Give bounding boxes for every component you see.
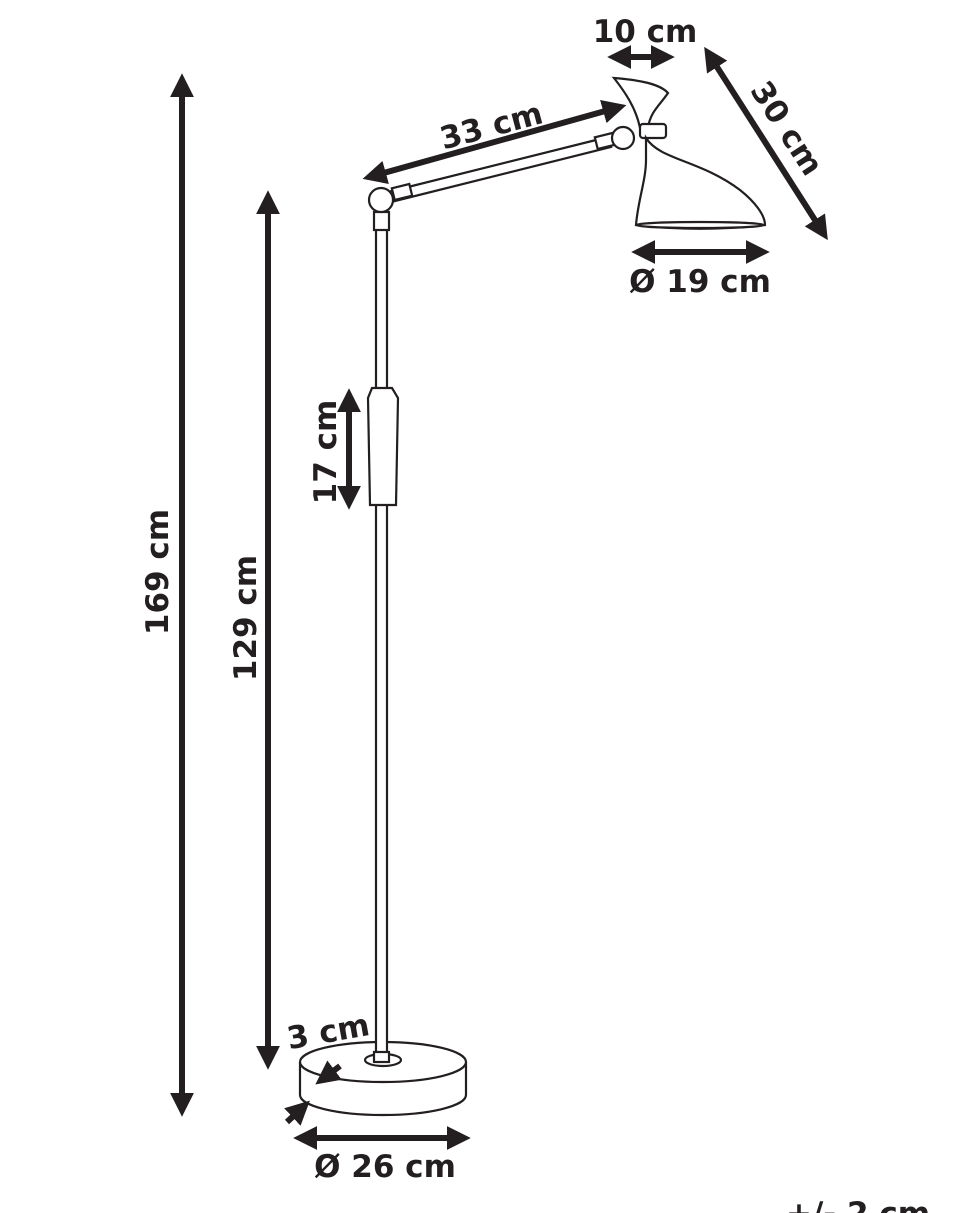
base-thickness-arrow-top <box>315 1060 342 1085</box>
handle-height-label: 17 cm <box>308 400 344 505</box>
total-height-label: 169 cm <box>140 509 176 635</box>
lamp-shade <box>611 76 767 230</box>
base-thickness-arrow-bottom <box>284 1100 310 1126</box>
shade-top-width-label: 10 cm <box>593 14 698 50</box>
arm-length-label: 33 cm <box>436 95 546 157</box>
shade-length-arrow <box>704 46 828 241</box>
lamp-pole <box>374 223 389 1062</box>
pole-collar <box>372 210 391 232</box>
base-diameter-label: Ø 26 cm <box>314 1149 456 1185</box>
pole-height-label: 129 cm <box>228 555 264 681</box>
lamp-illustration <box>298 76 767 1117</box>
tolerance-note: +/- 2 cm <box>786 1196 930 1213</box>
pole-foot <box>372 1050 391 1064</box>
lamp-handle <box>366 386 400 507</box>
arm-length-arrow <box>362 100 627 184</box>
shade-diameter-label: Ø 19 cm <box>629 264 771 300</box>
